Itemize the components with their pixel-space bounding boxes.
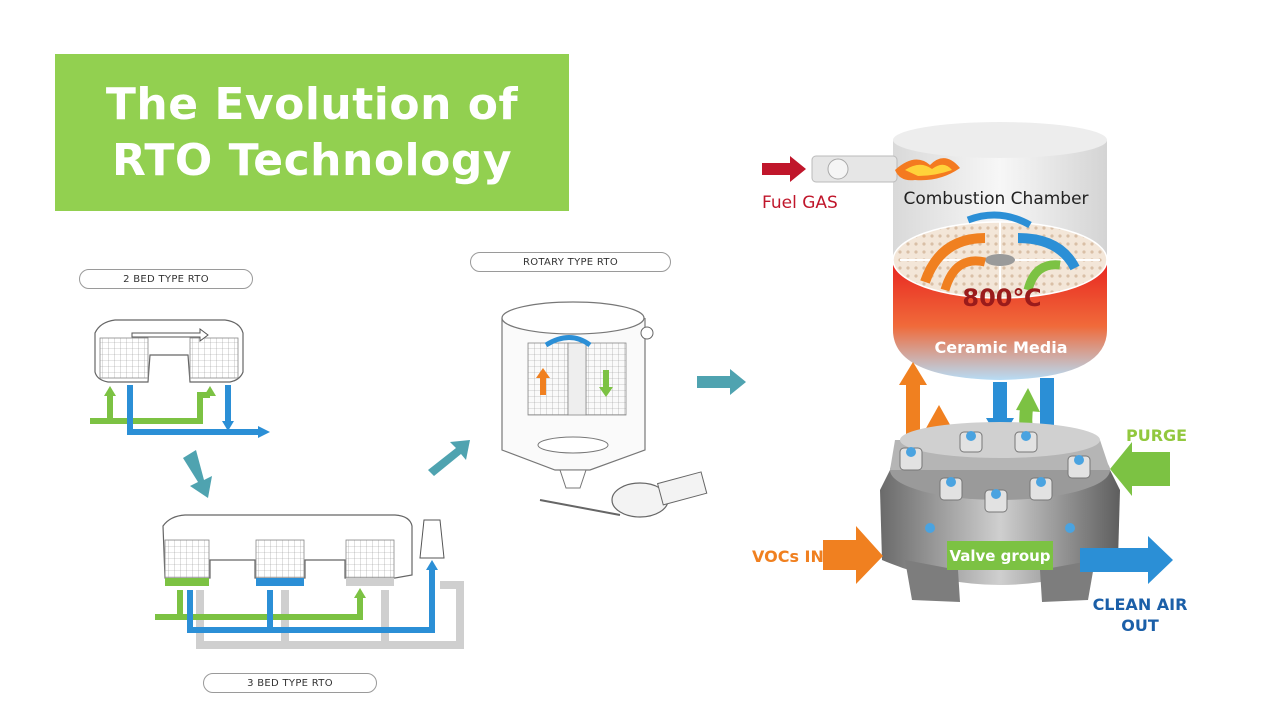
rotary-rto-diagram <box>501 301 708 518</box>
clean-air-label-line1: CLEAN AIR <box>1093 595 1188 614</box>
three-bed-rto-diagram <box>155 514 464 649</box>
title-line-2: RTO Technology <box>111 134 513 186</box>
vocs-in-arrow-icon <box>823 526 883 584</box>
valve-group-box <box>947 541 1053 570</box>
clean-air-label-line2: OUT <box>1121 616 1159 635</box>
vocs-in-label: VOCs IN <box>752 547 824 566</box>
right-arrow-icon <box>697 369 746 395</box>
title-banner: The Evolution of RTO Technology <box>55 54 569 211</box>
rotary-rto-label: ROTARY TYPE RTO <box>470 252 671 272</box>
modern-rto-diagram <box>762 122 1173 602</box>
clean-air-arrow-icon <box>1080 536 1173 584</box>
three-bed-rto-label: 3 BED TYPE RTO <box>203 673 377 693</box>
up-right-arrow-icon <box>428 440 470 476</box>
two-bed-rto-label: 2 BED TYPE RTO <box>79 269 253 289</box>
combustion-chamber-label: Combustion Chamber <box>903 189 1088 209</box>
fuel-gas-label: Fuel GAS <box>762 193 838 213</box>
temperature-label: 800℃ <box>962 284 1041 312</box>
purge-arrow-icon <box>1110 442 1170 496</box>
valve-group-label: Valve group <box>949 547 1050 565</box>
fuel-arrow-icon <box>762 156 806 182</box>
two-bed-rto-diagram <box>90 319 270 438</box>
ceramic-media-label: Ceramic Media <box>935 338 1068 357</box>
title-line-1: The Evolution of <box>105 78 519 130</box>
purge-label: PURGE <box>1126 426 1187 445</box>
down-arrow-icon <box>183 450 212 498</box>
